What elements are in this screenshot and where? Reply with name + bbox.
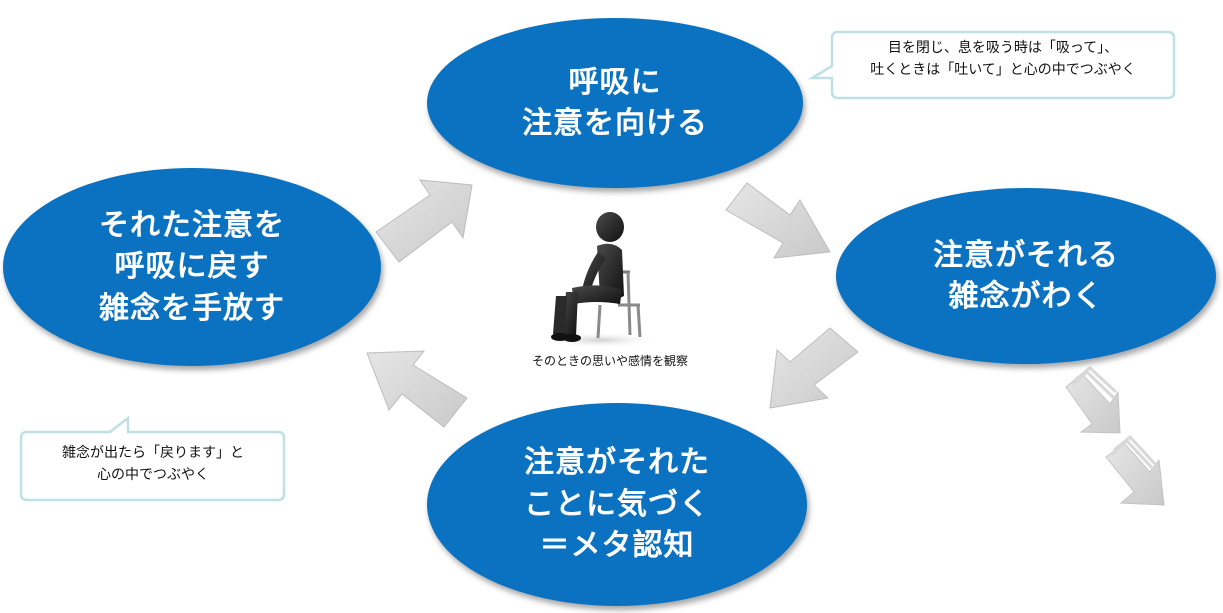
node-mind-wanders-label: 注意がそれる 雑念がわく [933, 237, 1119, 314]
center-caption: そのときの思いや感情を観察 [531, 354, 688, 368]
node-return-to-breath: それた注意を 呼吸に戻す 雑念を手放す [3, 168, 381, 366]
callout-top-text: 目を閉じ、息を吸う時は「吸って」、 吐くときは「吐いて」と心の中でつぶやく [870, 40, 1136, 78]
cycle-arrow-right-to-bottom [769, 327, 859, 409]
node-focus-on-breath: 呼吸に 注意を向ける [427, 18, 803, 188]
node-notice-wandering: 注意がそれた ことに気づく ＝メタ認知 [427, 403, 807, 606]
node-return-to-breath-label: それた注意を 呼吸に戻す 雑念を手放す [99, 207, 285, 326]
seated-person-figure [540, 212, 660, 348]
cycle-arrow-bottom-to-left [366, 350, 468, 428]
cycle-arrow-top-to-right [725, 182, 831, 259]
chevron-down-arrow-2 [1105, 434, 1165, 506]
node-notice-wandering-label: 注意がそれた ことに気づく ＝メタ認知 [524, 445, 710, 564]
callout-bottom-text: 雑念が出たら「戻ります」と 心の中でつぶやく [62, 445, 244, 483]
cycle-arrow-left-to-top [375, 179, 473, 263]
callout-bottom-shape [19, 415, 286, 502]
node-focus-on-breath-label: 呼吸に 注意を向ける [522, 64, 708, 141]
chevron-down-arrow-1 [1065, 366, 1121, 434]
node-mind-wanders: 注意がそれる 雑念がわく [836, 188, 1216, 364]
callout-top-shape [807, 30, 1176, 100]
